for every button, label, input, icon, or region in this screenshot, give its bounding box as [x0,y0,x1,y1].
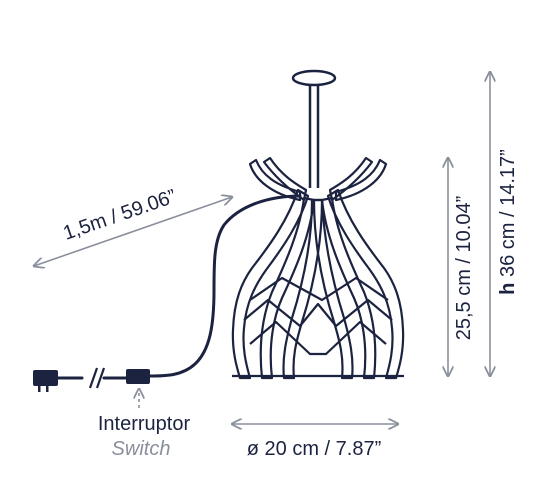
cable-length-dimension-line [34,197,232,266]
power-cable [56,194,302,380]
shade-height-label: 25,5 cm / 10.04” [453,196,475,341]
total-height-prefix: h [497,283,519,295]
total-height-label: h 36 cm / 14.17” [497,149,519,295]
switch-label-secondary: Switch [112,438,171,460]
total-height-value: 36 cm / 14.17” [497,149,519,282]
lamp-canopy [291,69,337,87]
cable-break-icon [88,367,106,389]
diameter-label: ø 20 cm / 7.87” [247,438,382,460]
lamp-suspension-rod [308,85,320,188]
switch-icon [126,369,150,384]
plug-icon [33,370,58,392]
switch-label: Interruptor [98,413,191,435]
lamp-shade [231,156,405,380]
